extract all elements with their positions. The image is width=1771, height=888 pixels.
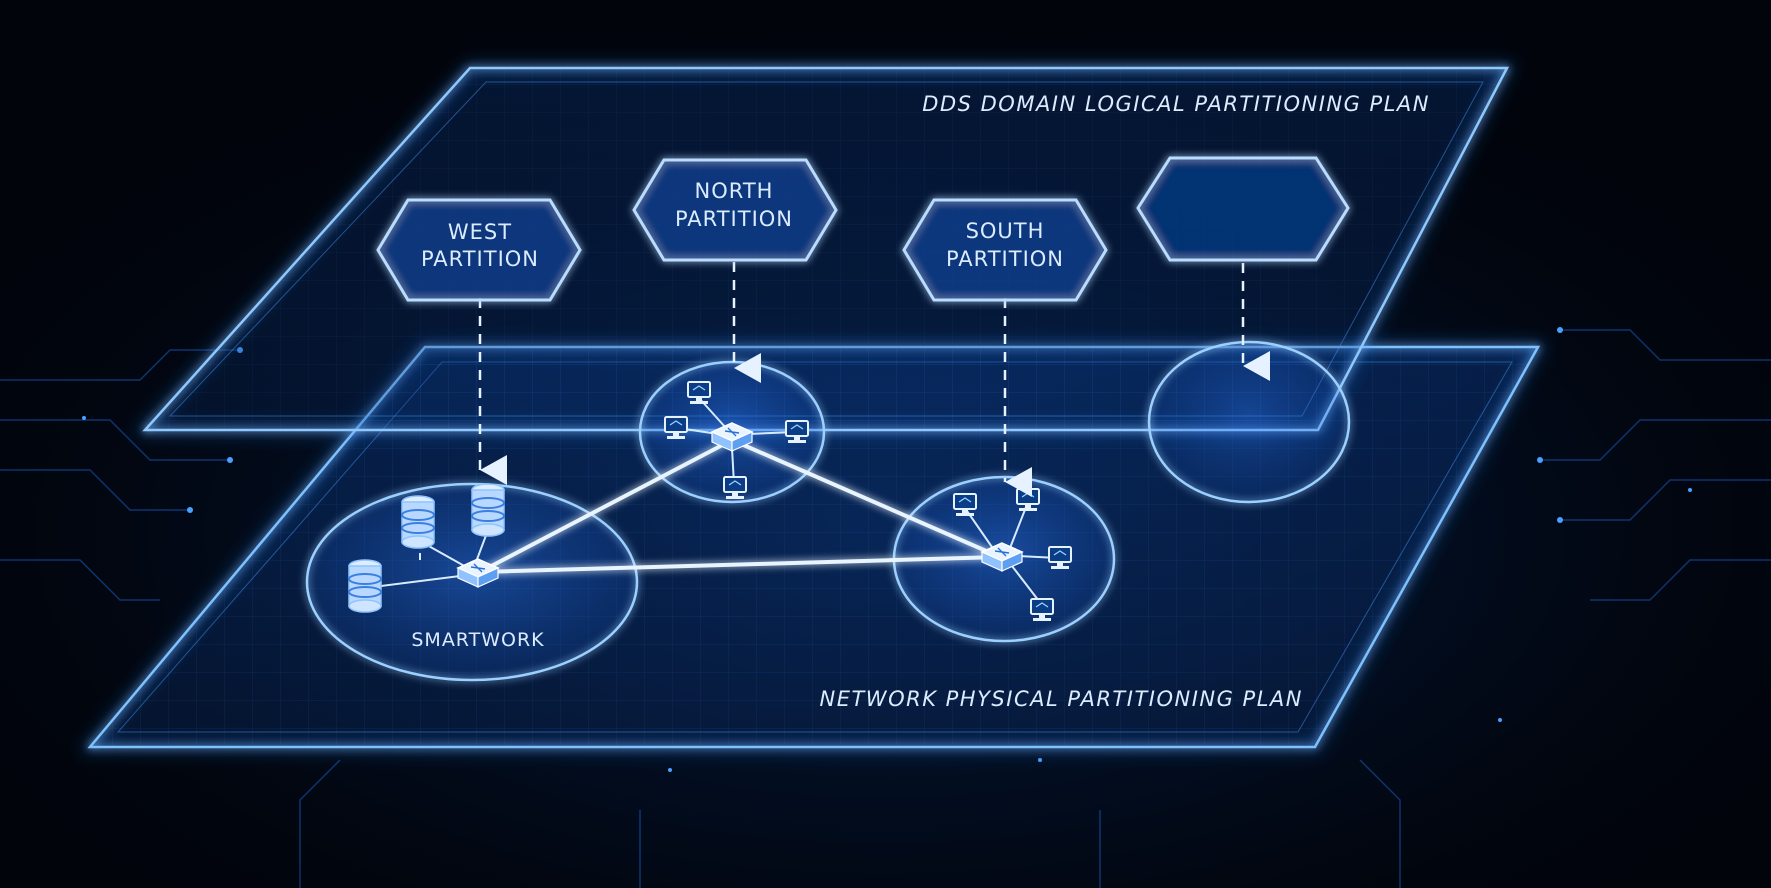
hex-unnamed-partition [1136,156,1350,262]
logical-plane-title: DDS DOMAIN LOGICAL PARTITIONING PLAN [922,92,1430,116]
hex-north-line2: PARTITION [675,207,793,231]
mapping-arrows [478,262,1270,497]
physical-plane-title: NETWORK PHYSICAL PARTITIONING PLAN [820,687,1304,711]
hex-south-line1: SOUTH [966,219,1045,243]
hex-south-partition: SOUTH PARTITION [902,198,1108,302]
database-icon [348,559,382,613]
network-smartwork-label: SMARTWORK [411,629,544,651]
hex-north-partition: NORTH PARTITION [632,158,838,262]
trunk-links [479,438,1001,574]
circuit-traces [0,329,1771,888]
link-north-south [731,438,1001,559]
database-icon [401,495,435,549]
link-west-north [479,438,733,574]
hex-west-line2: PARTITION [421,247,539,271]
logical-plane [133,63,1516,435]
hex-south-line2: PARTITION [946,247,1064,271]
link-west-south [479,555,1001,574]
network-empty [1147,340,1351,504]
hex-north-line1: NORTH [695,179,774,203]
hex-west-partition: WEST PARTITION [376,198,582,302]
database-icon [471,483,505,537]
hex-west-line1: WEST [448,220,512,244]
